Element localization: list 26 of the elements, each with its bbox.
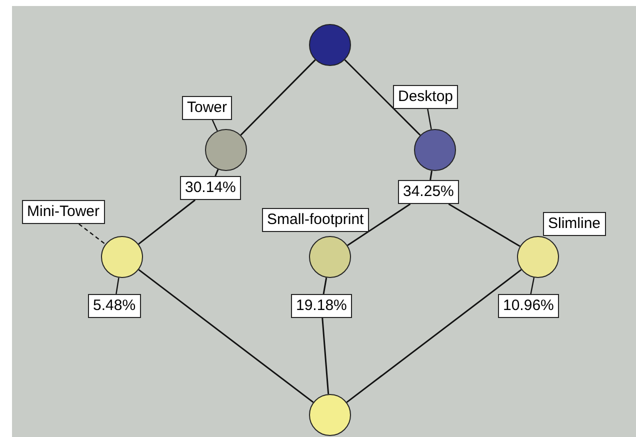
label-box: Tower (182, 96, 232, 120)
connector-line (346, 269, 522, 403)
label-box: 10.96% (498, 294, 559, 318)
connector-line (430, 170, 432, 180)
label-box: Desktop (393, 85, 458, 109)
label-box: 34.25% (398, 180, 459, 204)
label-box: Slimline (543, 212, 606, 236)
label-box: Mini-Tower (22, 200, 105, 224)
leader-line (427, 108, 432, 130)
leader-line (116, 278, 120, 294)
connector-line (448, 203, 520, 247)
leader-line (212, 120, 218, 132)
connector-line (322, 278, 328, 294)
label-box: 5.48% (88, 294, 141, 318)
label-box: 30.14% (180, 176, 241, 200)
connector-line (240, 59, 316, 136)
connector-line (214, 169, 219, 176)
leader-line (78, 224, 106, 245)
connector-line (138, 269, 314, 403)
connector-line (347, 203, 411, 246)
label-box: Small-footprint (262, 208, 369, 232)
connector-line (138, 199, 196, 245)
connector-line (344, 59, 421, 136)
connector-line (322, 318, 330, 394)
leader-line (530, 278, 535, 294)
label-box: 19.18% (291, 294, 352, 318)
